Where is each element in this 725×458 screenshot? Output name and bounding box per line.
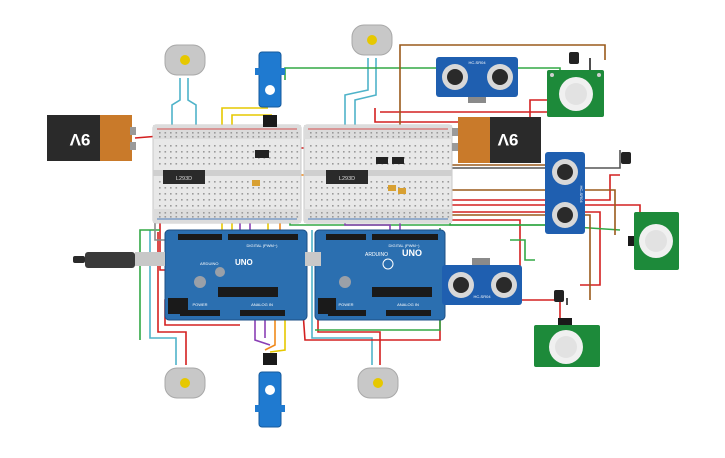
- wire-motor-bl-2: [157, 232, 187, 365]
- dc-motor-top-middle: [351, 24, 393, 56]
- wire-green-6: [510, 239, 535, 261]
- arduino-right-analog: ANALOG IN: [397, 302, 419, 307]
- battery-9v-left: 9V: [47, 115, 136, 161]
- battery-9v-right: 9V: [452, 117, 541, 163]
- l293d-chip-right: L293D: [326, 170, 368, 184]
- ultrasonic-top-label: HC-SR04: [468, 60, 486, 65]
- wire-motor-tm-2: [354, 58, 377, 140]
- breadboard-components: [252, 150, 406, 194]
- wire-purple-5: [254, 320, 271, 346]
- arduino-left-model: UNO: [235, 258, 253, 267]
- usb-cable: [73, 252, 165, 268]
- wire-brown-1: [399, 44, 606, 150]
- ultrasonic-bottom-label: HC-SR04: [473, 294, 491, 299]
- ultrasonic-sensor-top: HC-SR04: [436, 57, 518, 103]
- breadboard-right: [303, 124, 453, 224]
- pir-sensor-top: [547, 70, 604, 117]
- dc-motor-bottom-middle: [357, 367, 399, 399]
- arduino-right-power: POWER: [338, 302, 353, 307]
- arduino-left-brand: ARDUINO: [200, 261, 218, 266]
- servo-motor-bottom: [255, 353, 285, 428]
- pir-sensor-bottom: [534, 318, 600, 367]
- wire-motor-bl: [149, 230, 177, 365]
- ultrasonic-sensor-right: HC-SR04: [545, 152, 585, 234]
- wire-red-6: [430, 204, 641, 240]
- wire-motor-tm: [344, 58, 369, 140]
- wire-motor-tl: [171, 78, 181, 140]
- wire-green-4: [139, 229, 160, 340]
- wire-brown-4: [440, 214, 591, 300]
- arduino-uno-right: DIGITAL (PWM~) POWER ANALOG IN ARDUINO U…: [305, 229, 446, 321]
- wire-brown-3: [430, 189, 616, 235]
- ultrasonic-sensor-bottom: HC-SR04: [442, 258, 522, 305]
- arduino-right-digital: DIGITAL (PWM~): [389, 243, 421, 248]
- battery-right-label: 9V: [497, 130, 518, 149]
- arduino-left-power: POWER: [192, 302, 207, 307]
- small-modules: [554, 52, 631, 302]
- battery-left-label: 9V: [69, 130, 90, 149]
- wire-motor-tl-2: [187, 78, 197, 140]
- arduino-uno-left: DIGITAL (PWM~) POWER ANALOG IN UNO ARDUI…: [164, 229, 308, 321]
- servo-motor-top: [255, 51, 285, 127]
- wire-red-5: [440, 174, 620, 201]
- wire-motor-br: [311, 230, 373, 365]
- arduino-right-model: UNO: [402, 248, 422, 258]
- arduino-left-digital: DIGITAL (PWM~): [247, 243, 279, 248]
- dc-motor-top-left: [164, 44, 206, 76]
- ultrasonic-right-label: HC-SR04: [579, 185, 584, 203]
- arduino-left-analog: ANALOG IN: [251, 302, 273, 307]
- l293d-right-label: L293D: [339, 176, 355, 182]
- breadboard-left-holes: [159, 132, 299, 218]
- breadboard-left: [152, 124, 302, 224]
- dc-motor-bottom-left: [164, 367, 206, 399]
- l293d-left-label: L293D: [176, 176, 192, 182]
- pir-sensor-right: [628, 212, 679, 270]
- arduino-right-brand: ARDUINO: [365, 252, 388, 258]
- breadboard-right-holes: [310, 132, 450, 218]
- l293d-chip-left: L293D: [163, 170, 205, 184]
- wire-green-1: [284, 67, 561, 80]
- wire-grey-2: [440, 150, 621, 169]
